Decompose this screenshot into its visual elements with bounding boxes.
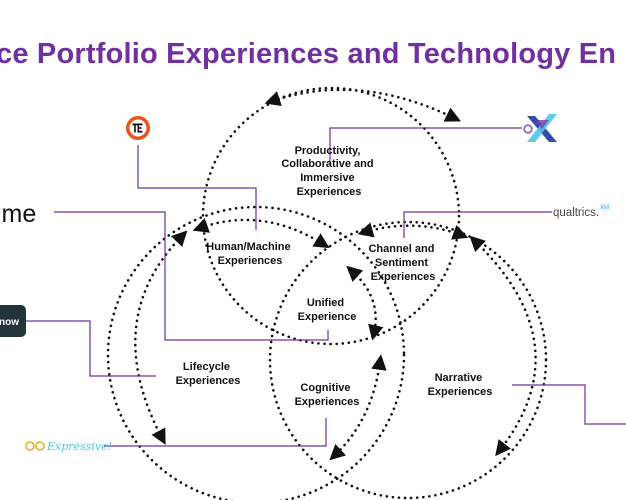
- arrow-left: [134, 230, 188, 445]
- xm-logo-icon: [523, 114, 557, 142]
- circle-top: [201, 86, 461, 346]
- label-channel-sentiment: Channel and Sentiment Experiences: [368, 243, 437, 283]
- connector-xm-logo: [329, 127, 522, 165]
- arrow-channel: [357, 222, 469, 240]
- label-unified: Unified Experience: [298, 297, 357, 323]
- te-logo-icon: [126, 116, 150, 140]
- arrow-cognitive: [329, 354, 387, 461]
- servicenow-logo: now: [0, 305, 26, 337]
- expressive-logo: Expressive!: [25, 440, 112, 453]
- connector-qualtrics: [403, 211, 552, 238]
- svg-text:now: now: [0, 317, 19, 328]
- qualtrics-xm-superscript: XM: [600, 205, 609, 211]
- label-productivity: Productivity, Collaborative and Immersiv…: [281, 145, 376, 198]
- label-lifecycle: Lifecycle Experiences: [176, 361, 241, 387]
- label-narrative: Narrative Experiences: [428, 372, 493, 398]
- connector-expressive: [104, 418, 327, 447]
- arrow-top: [264, 88, 462, 122]
- label-human-machine: Human/Machine Experiences: [206, 241, 293, 267]
- arrow-right: [469, 235, 537, 457]
- arrow-unified: [346, 265, 384, 341]
- connector-left-text: [54, 211, 329, 341]
- label-cognitive: Cognitive Experiences: [295, 382, 360, 408]
- connector-te-logo: [137, 145, 257, 230]
- circle-right: [268, 220, 548, 500]
- connector-servicenow: [26, 320, 156, 377]
- svg-text:Expressive!: Expressive!: [46, 440, 112, 453]
- page-title: ce Portfolio Experiences and Technology …: [0, 38, 617, 70]
- left-partial-text: ime: [0, 200, 36, 228]
- qualtrics-logo: qualtrics.: [553, 207, 599, 219]
- connector-narrative: [512, 384, 626, 425]
- circle-left: [106, 205, 406, 500]
